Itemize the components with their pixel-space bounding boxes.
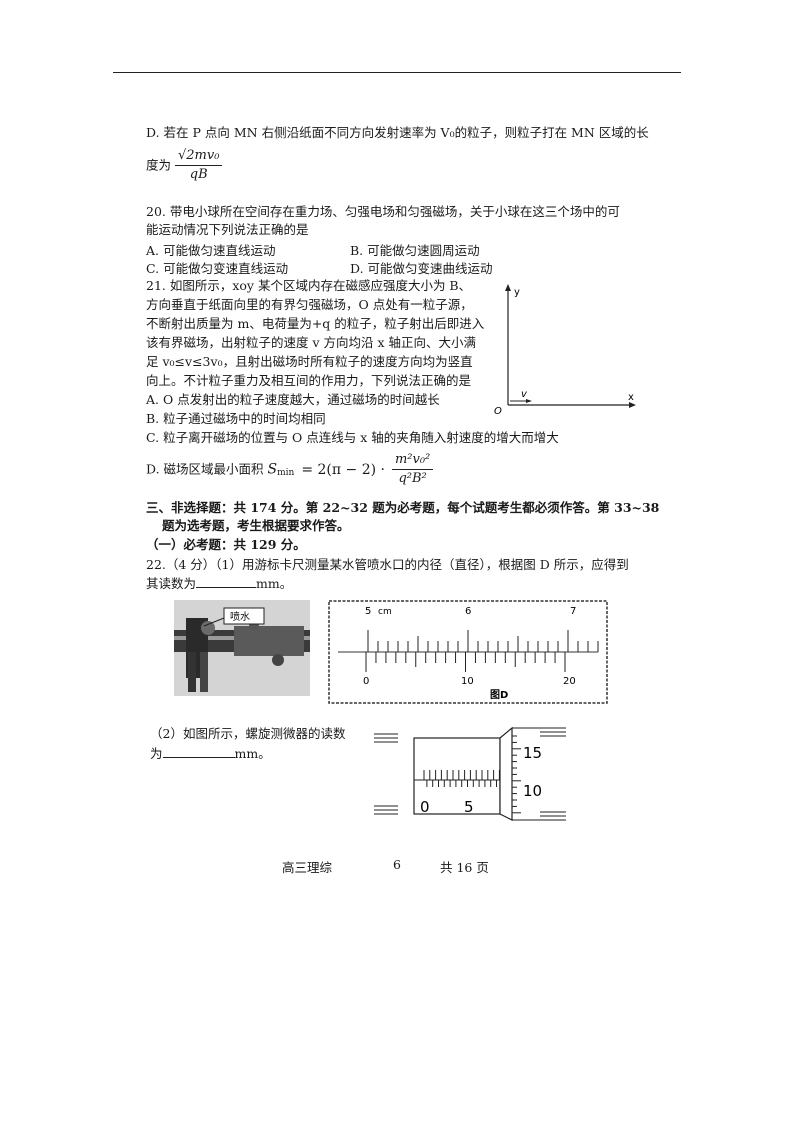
q22-part2-line1: （2）如图所示，螺旋测微器的读数 bbox=[150, 726, 346, 741]
sleeve-label-0: 0 bbox=[420, 798, 430, 816]
footer-subject: 高三理综 bbox=[282, 860, 333, 875]
q21-area-subscript: min bbox=[277, 468, 295, 478]
q20-option-a: A. 可能做匀速直线运动 bbox=[146, 243, 276, 258]
q22-line2: 其读数为 mm。 bbox=[146, 576, 292, 592]
q19-fraction-denominator: qB bbox=[189, 167, 208, 182]
q19-option-d-line1: D. 若在 P 点向 MN 右侧沿纸面不同方向发射速率为 V₀的粒子，则粒子打在… bbox=[146, 125, 649, 140]
q21-option-c: C. 粒子离开磁场的位置与 O 点连线与 x 轴的夹角随入射速度的增大而增大 bbox=[146, 430, 559, 445]
thimble-label-10: 10 bbox=[523, 782, 542, 800]
main-label-7: 7 bbox=[570, 606, 576, 617]
section3-sub: （一）必考题：共 129 分。 bbox=[146, 537, 306, 552]
q22-part2-suffix: mm。 bbox=[234, 746, 271, 761]
q19-fraction-numerator: √2mv₀ bbox=[175, 148, 223, 166]
q21-area-fraction: m²v₀² q²B² bbox=[391, 452, 434, 487]
vernier-label-20: 20 bbox=[563, 676, 576, 687]
footer-total-pages: 共 16 页 bbox=[440, 860, 489, 875]
main-label-5: 5 bbox=[365, 606, 371, 617]
q22-part2-blank[interactable] bbox=[162, 757, 235, 758]
main-scale-ticks bbox=[367, 630, 599, 652]
vernier-label-10: 10 bbox=[461, 676, 474, 687]
q20-stem-line2: 能运动情况下列说法正确的是 bbox=[146, 222, 309, 237]
q21-stem-line4: 该有界磁场，出射粒子的速度 v 方向均沿 x 轴正向、大小满 bbox=[146, 335, 477, 350]
q21-area-denominator: q²B² bbox=[398, 471, 427, 486]
q22-part2-line2: 为 mm。 bbox=[150, 746, 271, 762]
q20-option-c: C. 可能做匀变速直线运动 bbox=[146, 261, 289, 276]
q22-reading-suffix: mm。 bbox=[256, 576, 293, 591]
q21-stem-line5: 足 v₀≤v≤3v₀，且射出磁场时所有粒子的速度方向均为竖直 bbox=[146, 354, 473, 369]
vernier-scale-ticks bbox=[365, 652, 566, 672]
vernier-label-0: 0 bbox=[363, 676, 369, 687]
thimble-scale-ticks bbox=[512, 735, 521, 814]
caliper-photo: 喷水 bbox=[174, 600, 310, 696]
q21-stem-line1: 21. 如图所示，xoy 某个区域内存在磁感应强度大小为 B、 bbox=[146, 278, 472, 293]
sleeve-scale-ticks bbox=[423, 770, 500, 787]
photo-label: 喷水 bbox=[230, 611, 250, 623]
q19-option-d-prefix: 度为 bbox=[146, 157, 172, 173]
q21-option-d-prefix: D. 磁场区域最小面积 bbox=[146, 461, 264, 477]
q21-axes-figure: y x O v bbox=[494, 284, 636, 415]
q21-option-a: A. O 点发射出的粒子速度越大，通过磁场的时间越长 bbox=[146, 392, 440, 407]
x-axis-arrow-icon bbox=[629, 402, 636, 408]
origin-label: O bbox=[494, 406, 502, 415]
micrometer-figure: 0 5 15 10 bbox=[374, 726, 566, 821]
q21-stem-line2: 方向垂直于纸面向里的有界匀强磁场，O 点处有一粒子源， bbox=[146, 297, 473, 312]
main-label-cm: cm bbox=[378, 607, 392, 617]
q21-area-numerator: m²v₀² bbox=[391, 452, 434, 470]
section3-line1: 三、非选择题：共 174 分。第 22~32 题为必考题，每个试题考生都必须作答… bbox=[146, 500, 660, 515]
micrometer-thimble bbox=[499, 726, 513, 821]
velocity-label: v bbox=[521, 389, 528, 400]
q21-option-d: D. 磁场区域最小面积 Smin = 2(π − 2) · m²v₀² q²B² bbox=[146, 452, 434, 496]
sleeve-label-5: 5 bbox=[464, 798, 474, 816]
header-rule bbox=[113, 72, 681, 73]
axis-x-label: x bbox=[628, 392, 634, 403]
q22-reading-prefix: 其读数为 bbox=[146, 576, 197, 591]
q22-reading-blank[interactable] bbox=[196, 587, 257, 588]
q21-option-b: B. 粒子通过磁场中的时间均相同 bbox=[146, 411, 326, 426]
velocity-arrow-icon bbox=[526, 399, 532, 403]
q22-line1: 22.（4 分）（1）用游标卡尺测量某水管喷水口的内径（直径），根据图 D 所示… bbox=[146, 557, 629, 572]
q20-option-d: D. 可能做匀变速曲线运动 bbox=[350, 261, 493, 276]
vernier-scale-figure: 5 cm 6 7 0 10 20 图D bbox=[328, 600, 608, 704]
q21-area-equation: = 2(π − 2) · bbox=[301, 461, 385, 478]
axis-y-label: y bbox=[514, 287, 520, 298]
y-axis-arrow-icon bbox=[505, 284, 511, 291]
q22-part2-prefix: 为 bbox=[150, 746, 163, 761]
q21-stem-line3: 不断射出质量为 m、电荷量为+q 的粒子，粒子射出后即进入 bbox=[146, 316, 485, 331]
caliper-photo-drawing: 喷水 bbox=[174, 600, 310, 696]
footer-page-number: 6 bbox=[393, 857, 401, 872]
thimble-label-15: 15 bbox=[523, 744, 542, 762]
q20-stem-line1: 20. 带电小球所在空间存在重力场、匀强电场和匀强磁场，关于小球在这三个场中的可 bbox=[146, 204, 620, 219]
q21-stem-line6: 向上。不计粒子重力及相互间的作用力，下列说法正确的是 bbox=[146, 373, 472, 388]
q19-option-d-line2: 度为 √2mv₀ qB bbox=[146, 148, 223, 192]
q21-area-symbol: S bbox=[267, 461, 278, 478]
q19-fraction: √2mv₀ qB bbox=[175, 148, 223, 183]
figure-d-caption: 图D bbox=[490, 689, 508, 701]
q20-option-b: B. 可能做匀速圆周运动 bbox=[350, 243, 480, 258]
section3-line2: 题为选考题，考生根据要求作答。 bbox=[162, 518, 350, 533]
main-label-6: 6 bbox=[465, 606, 471, 617]
